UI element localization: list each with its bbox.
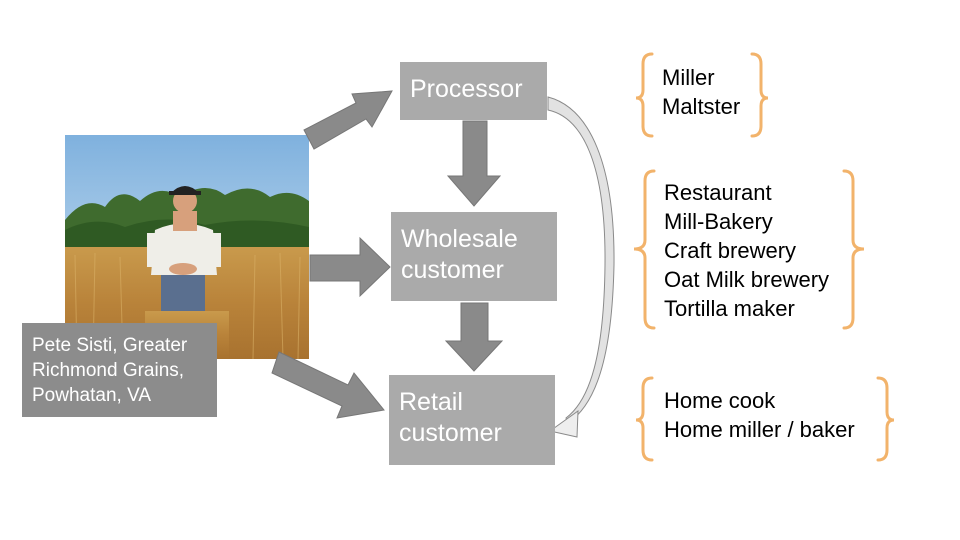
wholesale-examples: Restaurant Mill-Bakery Craft brewery Oat… [664, 178, 829, 323]
arrow-to-processor [303, 90, 393, 150]
farmer-in-wheat-field-photo-icon [65, 135, 309, 359]
farmer-photo [65, 135, 309, 359]
list-item: Restaurant [664, 180, 772, 205]
arrow-to-retail [271, 351, 385, 419]
caption-line: Richmond Grains, [32, 360, 185, 381]
list-item: Tortilla maker [664, 296, 795, 321]
right-brace-icon [876, 376, 895, 462]
list-item: Home cook [664, 388, 776, 413]
retail-examples: Home cook Home miller / baker [664, 386, 855, 444]
arrow-processor-to-wholesale [446, 120, 502, 207]
list-item: Home miller / baker [664, 417, 855, 442]
caption-line: Powhatan, VA [32, 385, 152, 406]
right-brace-icon [842, 169, 865, 330]
processor-box: Processor [400, 62, 547, 120]
wholesale-label-line: Wholesale [401, 225, 518, 253]
caption-line: Pete Sisti, Greater [32, 335, 188, 356]
list-item: Craft brewery [664, 238, 797, 263]
right-brace-icon [750, 52, 769, 138]
curved-arrow-head [548, 410, 579, 438]
left-brace-icon [635, 52, 654, 138]
list-item: Maltster [662, 94, 741, 119]
arrow-to-wholesale [309, 236, 391, 298]
wholesale-customer-box: Wholesale customer [391, 212, 557, 301]
retail-label-line: Retail [399, 388, 463, 416]
left-brace-icon [635, 376, 654, 462]
wholesale-label-line: customer [401, 256, 504, 284]
retail-label-line: customer [399, 419, 502, 447]
arrow-wholesale-to-retail [444, 302, 504, 372]
processor-label: Processor [410, 75, 523, 103]
photo-caption: Pete Sisti, Greater Richmond Grains, Pow… [22, 323, 217, 417]
processor-examples: Miller Maltster [662, 63, 740, 121]
left-brace-icon [633, 169, 656, 330]
retail-customer-box: Retail customer [389, 375, 555, 465]
list-item: Miller [662, 65, 715, 90]
list-item: Mill-Bakery [664, 209, 773, 234]
list-item: Oat Milk brewery [664, 267, 830, 292]
